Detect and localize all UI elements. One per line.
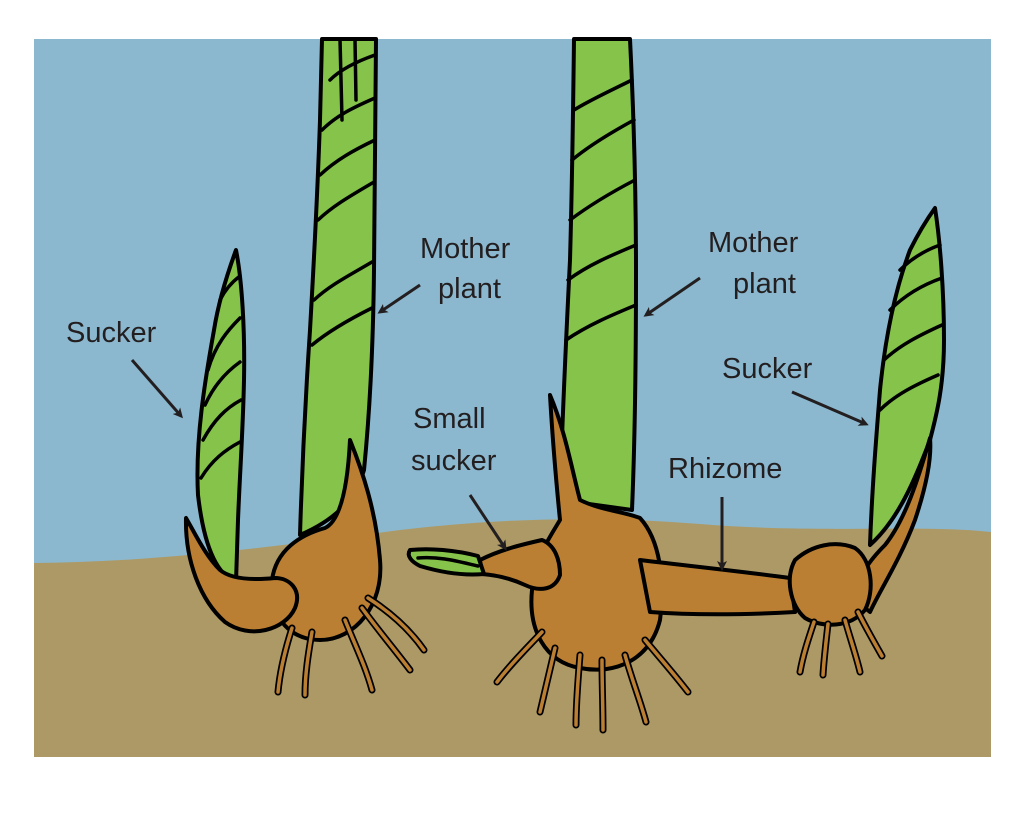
rhizome: [638, 558, 797, 617]
label-mother-left-line2: plant: [438, 273, 501, 305]
arrow-small-sucker: [468, 494, 507, 551]
arrow-mother-right: [643, 276, 701, 317]
label-mother-left-line1: Mother: [420, 233, 511, 265]
small-sucker: [406, 547, 486, 577]
left-mother-plant: [298, 37, 378, 537]
small-sucker-stalk: [478, 538, 562, 591]
label-sucker-left: Sucker: [66, 317, 157, 349]
arrow-mother-left: [377, 283, 421, 314]
label-small-sucker-line2: sucker: [411, 445, 497, 477]
left-sucker: [195, 248, 247, 584]
label-sucker-right: Sucker: [722, 353, 813, 385]
label-rhizome: Rhizome: [668, 453, 782, 485]
right-corm: [787, 542, 873, 627]
right-roots: [796, 608, 886, 679]
label-small-sucker-line1: Small: [413, 403, 486, 435]
center-roots: [493, 628, 692, 734]
label-mother-right-line1: Mother: [708, 227, 799, 259]
label-mother-right-line2: plant: [733, 268, 796, 300]
left-sucker-base: [183, 516, 299, 634]
center-mother-plant: [558, 37, 638, 512]
center-corm: [529, 393, 664, 672]
arrow-sucker-right: [791, 390, 869, 426]
right-sucker-base: [853, 436, 933, 614]
left-roots: [274, 594, 428, 699]
arrow-sucker-left: [130, 359, 183, 419]
